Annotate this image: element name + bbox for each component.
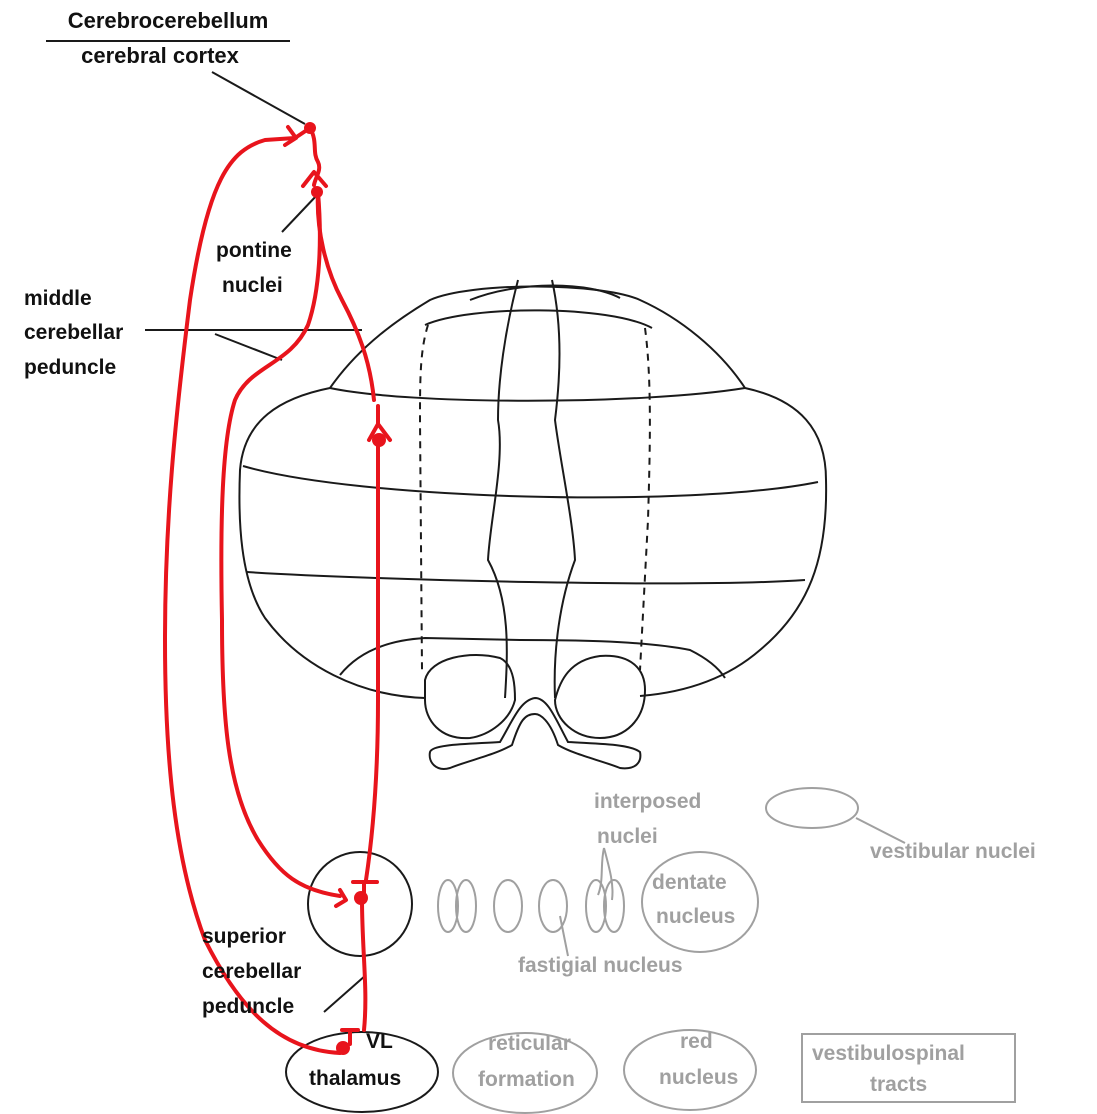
vestibulospinal-label-1: vestibulospinal <box>812 1042 965 1065</box>
vermis-right-line <box>551 279 577 699</box>
title-line-1: Cerebrocerebellum <box>68 8 269 33</box>
mcp-label-3: peduncle <box>24 356 116 379</box>
active-nuclei <box>285 851 439 1113</box>
interposed-label-2: nuclei <box>597 825 658 848</box>
scp-axon <box>360 898 368 1032</box>
pontine-synapse <box>301 170 328 188</box>
purkinje-cell-body <box>372 433 386 447</box>
hemisphere-boundary-right <box>639 327 651 671</box>
dentate-synapse <box>334 888 348 908</box>
fastigial-label: fastigial nucleus <box>518 954 683 977</box>
cerebrocerebellar-pathway <box>163 122 392 1055</box>
left-tonsil <box>424 654 517 740</box>
mcp-label-2: cerebellar <box>24 321 123 344</box>
red-nucleus-label-2: nucleus <box>659 1066 738 1089</box>
fastigial-nucleus-shape <box>455 879 477 933</box>
cortex-dendrite <box>163 126 342 1055</box>
pontine-cell-body <box>311 186 323 198</box>
fastigial-nucleus-shape <box>437 879 459 933</box>
vestibular-nuclei-label: vestibular nuclei <box>870 840 1036 863</box>
cortex-axon <box>308 126 322 187</box>
vestibular-nuclei-pointer <box>855 817 906 844</box>
folium-line <box>246 571 806 585</box>
pontine-label-2: nuclei <box>222 274 283 297</box>
reticular-label-2: formation <box>478 1068 575 1091</box>
dentate-label-2: nucleus <box>656 905 735 928</box>
interposed-pointer <box>603 847 614 901</box>
folium-line <box>424 309 653 329</box>
red-nucleus-shape <box>623 1029 757 1111</box>
hemisphere-boundary-left <box>418 324 429 671</box>
vl-label-2: thalamus <box>309 1067 401 1090</box>
interposed-nucleus-shape <box>585 879 607 933</box>
superior-peduncle-nucleus <box>307 851 413 957</box>
right-tonsil <box>553 654 647 740</box>
mcp-label-1: middle <box>24 287 92 310</box>
folium-line <box>242 465 819 499</box>
pointer-lines <box>46 40 367 1013</box>
cortex-synapse <box>283 125 298 147</box>
fourth-ventricle <box>428 696 642 770</box>
interposed-label-1: interposed <box>594 790 701 813</box>
mcp-pointer-diagonal <box>214 333 283 361</box>
pontine-label-1: pontine <box>216 239 292 262</box>
interposed-nucleus-shape <box>538 879 568 933</box>
scp-label-2: cerebellar <box>202 960 301 983</box>
interposed-nucleus-shape <box>603 879 625 933</box>
title-line-2: cerebral cortex <box>81 43 240 68</box>
scp-label-3: peduncle <box>202 995 294 1018</box>
cortex-cell-body <box>304 122 316 134</box>
vestibulospinal-tracts-box <box>801 1033 1016 1103</box>
vermis-left-line <box>486 279 519 699</box>
vl-label-1: VL <box>366 1030 393 1053</box>
vestibular-nuclei-shape <box>765 787 859 829</box>
reticular-label-1: reticular <box>488 1032 571 1055</box>
vestibulospinal-label-2: tracts <box>870 1073 927 1096</box>
reticular-formation-shape <box>452 1032 598 1114</box>
tonsil-arc <box>339 636 726 679</box>
dentate-nucleus-shape <box>641 851 759 953</box>
folium-line <box>329 387 746 402</box>
deep-nuclei <box>437 787 1016 1114</box>
labels: Cerebrocerebellum cerebral cortex pontin… <box>24 8 1036 1096</box>
scp-pointer <box>323 974 367 1013</box>
dentate-label-1: dentate <box>652 871 727 894</box>
cortex-pointer <box>211 71 306 125</box>
scp-label-1: superior <box>202 925 286 948</box>
red-nucleus-label-1: red <box>680 1030 713 1053</box>
purkinje-axon <box>364 440 380 882</box>
mossy-fiber-left <box>219 190 342 898</box>
vl-thalamus-shape <box>285 1031 439 1113</box>
cerebellum <box>238 279 828 770</box>
dentate-cell-body <box>354 891 368 905</box>
interposed-nucleus-shape <box>493 879 523 933</box>
fastigial-pointer <box>559 915 569 957</box>
pontine-pointer <box>281 193 319 233</box>
thalamus-cell-body <box>336 1041 350 1055</box>
interposed-pointer <box>597 847 605 896</box>
